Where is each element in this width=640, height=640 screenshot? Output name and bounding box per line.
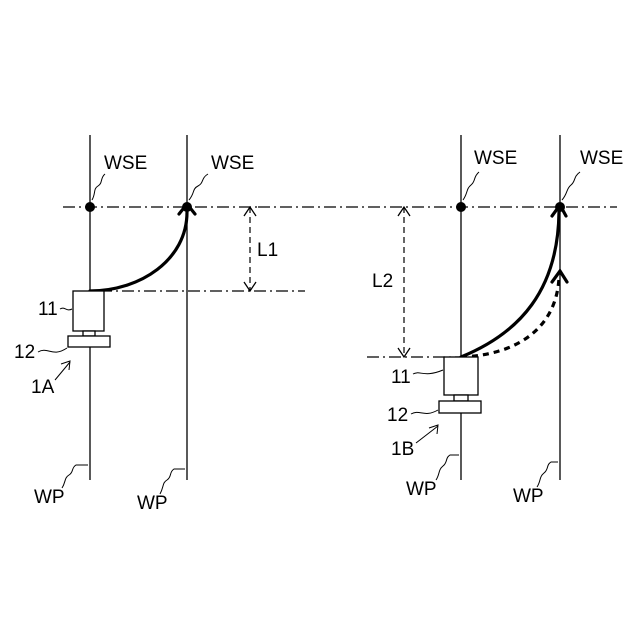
tool-path-1b [461,212,559,357]
figure-leader-1b [416,426,438,443]
part-11-neck-1a [83,331,95,336]
part-label-12-1b: 12 [387,405,408,426]
wse-leader-left-2 [189,174,208,200]
dimension-label-l1: L1 [257,240,278,261]
wp-leader-right-2 [537,462,558,487]
part-12-base-1a [68,336,110,347]
panel-1a: L1 WSE WSE 11 12 1A WP WP [14,135,305,514]
part-12-base-1b [439,401,481,413]
wp-label-left-1: WP [34,487,65,508]
wse-label-left-2: WSE [211,153,254,174]
part-11-neck-1b [454,395,468,401]
figure-label-1a: 1A [31,377,55,398]
wp-label-right-2: WP [513,486,544,507]
wp-leader-left-1 [62,465,88,488]
wp-leader-left-2 [160,469,185,494]
wse-label-right-1: WSE [474,148,517,169]
part-label-11-1a: 11 [38,299,58,320]
wse-leader-right-1 [463,172,479,200]
wse-label-right-2: WSE [580,148,623,169]
figure-arrow-1a [61,361,70,370]
part-leader-12-1b [411,410,438,414]
figure-label-1b: 1B [391,439,414,460]
wp-label-left-2: WP [137,493,168,514]
part-11-body-1a [73,291,104,331]
dimension-label-l2: L2 [372,271,393,292]
wse-point-right-1 [456,202,466,212]
figure-leader-1a [55,362,70,380]
wse-leader-right-2 [562,172,580,200]
wse-leader-left-1 [92,174,105,200]
part-label-12-1a: 12 [14,342,35,363]
part-label-11-1b: 11 [391,367,411,388]
part-leader-11-1b [413,370,443,374]
wse-label-left-1: WSE [104,153,147,174]
wp-label-right-1: WP [406,479,437,500]
tool-path-1a [90,212,187,291]
part-11-body-1b [444,357,478,395]
part-leader-11-1a [60,308,72,310]
wse-point-left-1 [85,202,95,212]
panel-1b: L2 WSE WSE 11 12 1B WP WP [258,135,623,507]
tool-path-1b-alternate [461,278,559,357]
part-leader-12-1a [38,348,67,352]
wp-leader-right-1 [436,455,459,480]
